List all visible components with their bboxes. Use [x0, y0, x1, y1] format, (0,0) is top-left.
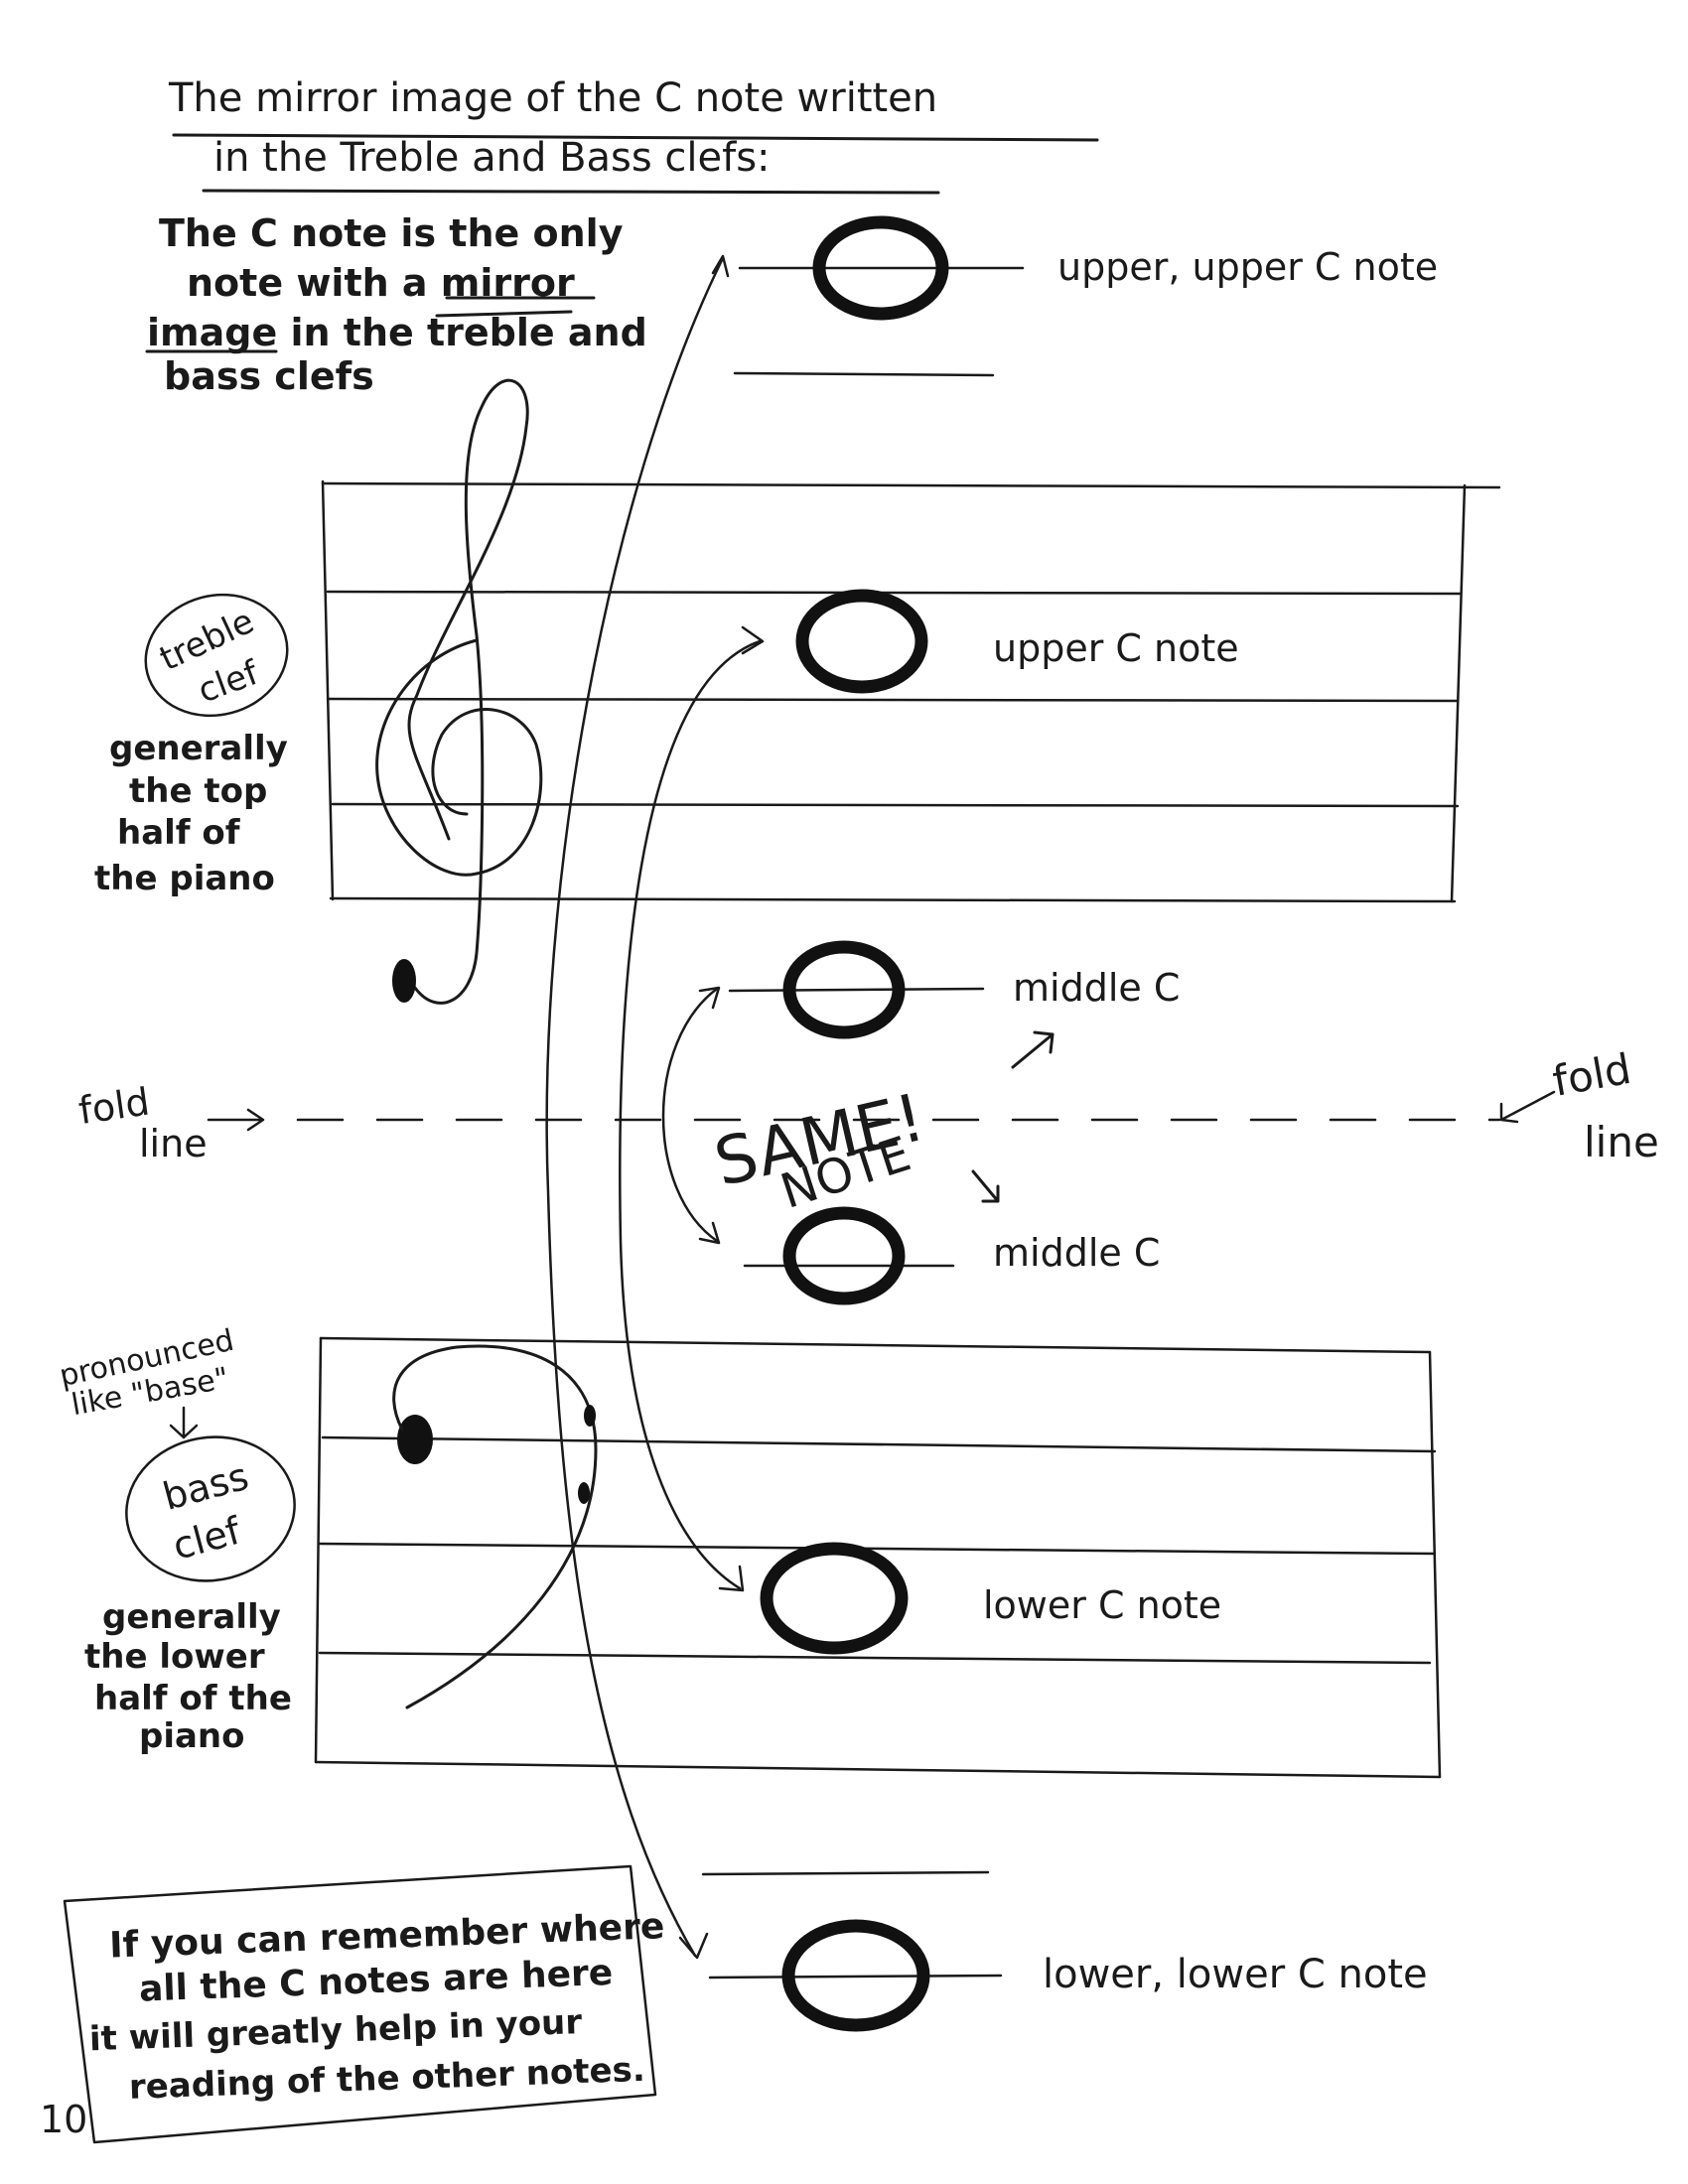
bass-badge-line-2: clef — [168, 1508, 246, 1569]
title-underline-2 — [202, 189, 940, 195]
bass-pronounce-note: pronounced like "base" — [57, 1323, 237, 1439]
same-note-callout: SAME! NOTE — [708, 1030, 1055, 1220]
title-line-1: The mirror image of the C note written — [168, 75, 937, 121]
title-underline-1 — [172, 133, 1099, 142]
c-note-head — [782, 1206, 906, 1305]
tip-box: If you can remember where all the C note… — [63, 1864, 665, 2144]
arrow-down-right-icon — [971, 1169, 1000, 1203]
bass-clef-dot-top — [584, 1405, 596, 1427]
svg-text:the top: the top — [129, 771, 267, 811]
title-line-2: in the Treble and Bass clefs: — [213, 135, 771, 181]
bass-staff — [314, 1336, 1442, 1779]
c-note-head — [812, 215, 949, 321]
treble-clef-icon — [375, 378, 543, 1005]
svg-text:the lower: the lower — [84, 1637, 265, 1677]
lower-lower-label: lower, lower C note — [1043, 1952, 1428, 1997]
tip-line-3: it will greatly help in your — [88, 2002, 583, 2059]
c-note-head — [782, 940, 906, 1039]
c-note-head — [795, 589, 928, 694]
intro-line-1: The C note is the only — [159, 211, 624, 255]
fold-left-line-1: fold — [76, 1080, 153, 1133]
svg-text:half of: half of — [117, 813, 241, 853]
lower-c-note: lower C note — [760, 1542, 1221, 1655]
middle-c-top-note: middle C — [728, 940, 1180, 1039]
fold-right-line-2: line — [1584, 1118, 1659, 1166]
arrow-up-right-icon — [1011, 1030, 1055, 1069]
title: The mirror image of the C note written i… — [168, 75, 1099, 195]
svg-text:generally: generally — [109, 729, 288, 768]
arrow-head-upper-upper-icon — [711, 254, 730, 278]
svg-text:generally: generally — [102, 1597, 281, 1637]
intro-line-3: image in the treble and — [147, 311, 647, 354]
arrow-upper-to-lower — [619, 639, 762, 1590]
lower-lower-c-note: lower, lower C note — [701, 1870, 1428, 2032]
bass-clef-badge: bass clef — [125, 1435, 296, 1582]
svg-text:the piano: the piano — [94, 859, 275, 898]
page-number: 10 — [40, 2098, 87, 2141]
intro-note: The C note is the only note with a mirro… — [145, 211, 647, 398]
treble-clef-badge: treble clef — [144, 593, 289, 718]
treble-caption: generally the top half of the piano — [94, 729, 288, 898]
arrow-middle-to-middle — [661, 987, 719, 1243]
upper-label: upper C note — [993, 626, 1239, 670]
strike-treble — [435, 310, 573, 318]
fold-right-arrow-icon — [1499, 1090, 1556, 1124]
bass-badge-line-1: bass — [158, 1454, 252, 1519]
c-note-head — [760, 1542, 909, 1655]
bass-caption: generally the lower half of the piano — [84, 1597, 292, 1756]
arrow-head-upper-icon — [741, 625, 765, 655]
arrow-upper-upper-to-lower-lower — [545, 256, 725, 1958]
treble-clef-dot — [392, 959, 416, 1003]
fold-left-arrow-icon — [207, 1108, 265, 1132]
tip-line-4: reading of the other notes. — [128, 2050, 645, 2108]
middle-top-label: middle C — [1013, 966, 1180, 1010]
arrow-head-lower-icon — [718, 1565, 745, 1592]
treble-staff — [321, 479, 1501, 903]
middle-c-bottom-note: middle C — [743, 1206, 1160, 1305]
connector-arrows — [545, 254, 765, 1960]
bass-clef-dot-bottom — [578, 1482, 590, 1504]
c-note-head — [781, 1919, 930, 2032]
arrow-down-icon — [169, 1406, 199, 1439]
upper-upper-label: upper, upper C note — [1057, 245, 1438, 289]
svg-text:half of the: half of the — [94, 1679, 292, 1718]
arrow-head-middle-bottom-icon — [698, 1221, 721, 1245]
lower-label: lower C note — [983, 1583, 1221, 1627]
arrow-head-lower-lower-icon — [678, 1932, 709, 1960]
middle-bottom-label: middle C — [993, 1231, 1160, 1275]
fold-right-line-1: fold — [1549, 1044, 1634, 1106]
upper-c-note: upper C note — [795, 589, 1239, 694]
arrow-head-middle-top-icon — [698, 986, 721, 1010]
svg-text:piano: piano — [139, 1716, 245, 1756]
intro-line-4: bass clefs — [164, 354, 374, 398]
fold-left-line-2: line — [139, 1122, 208, 1165]
upper-upper-c-note: upper, upper C note — [733, 215, 1438, 377]
bass-clef-icon — [392, 1344, 598, 1709]
bass-clef-head — [397, 1415, 433, 1464]
